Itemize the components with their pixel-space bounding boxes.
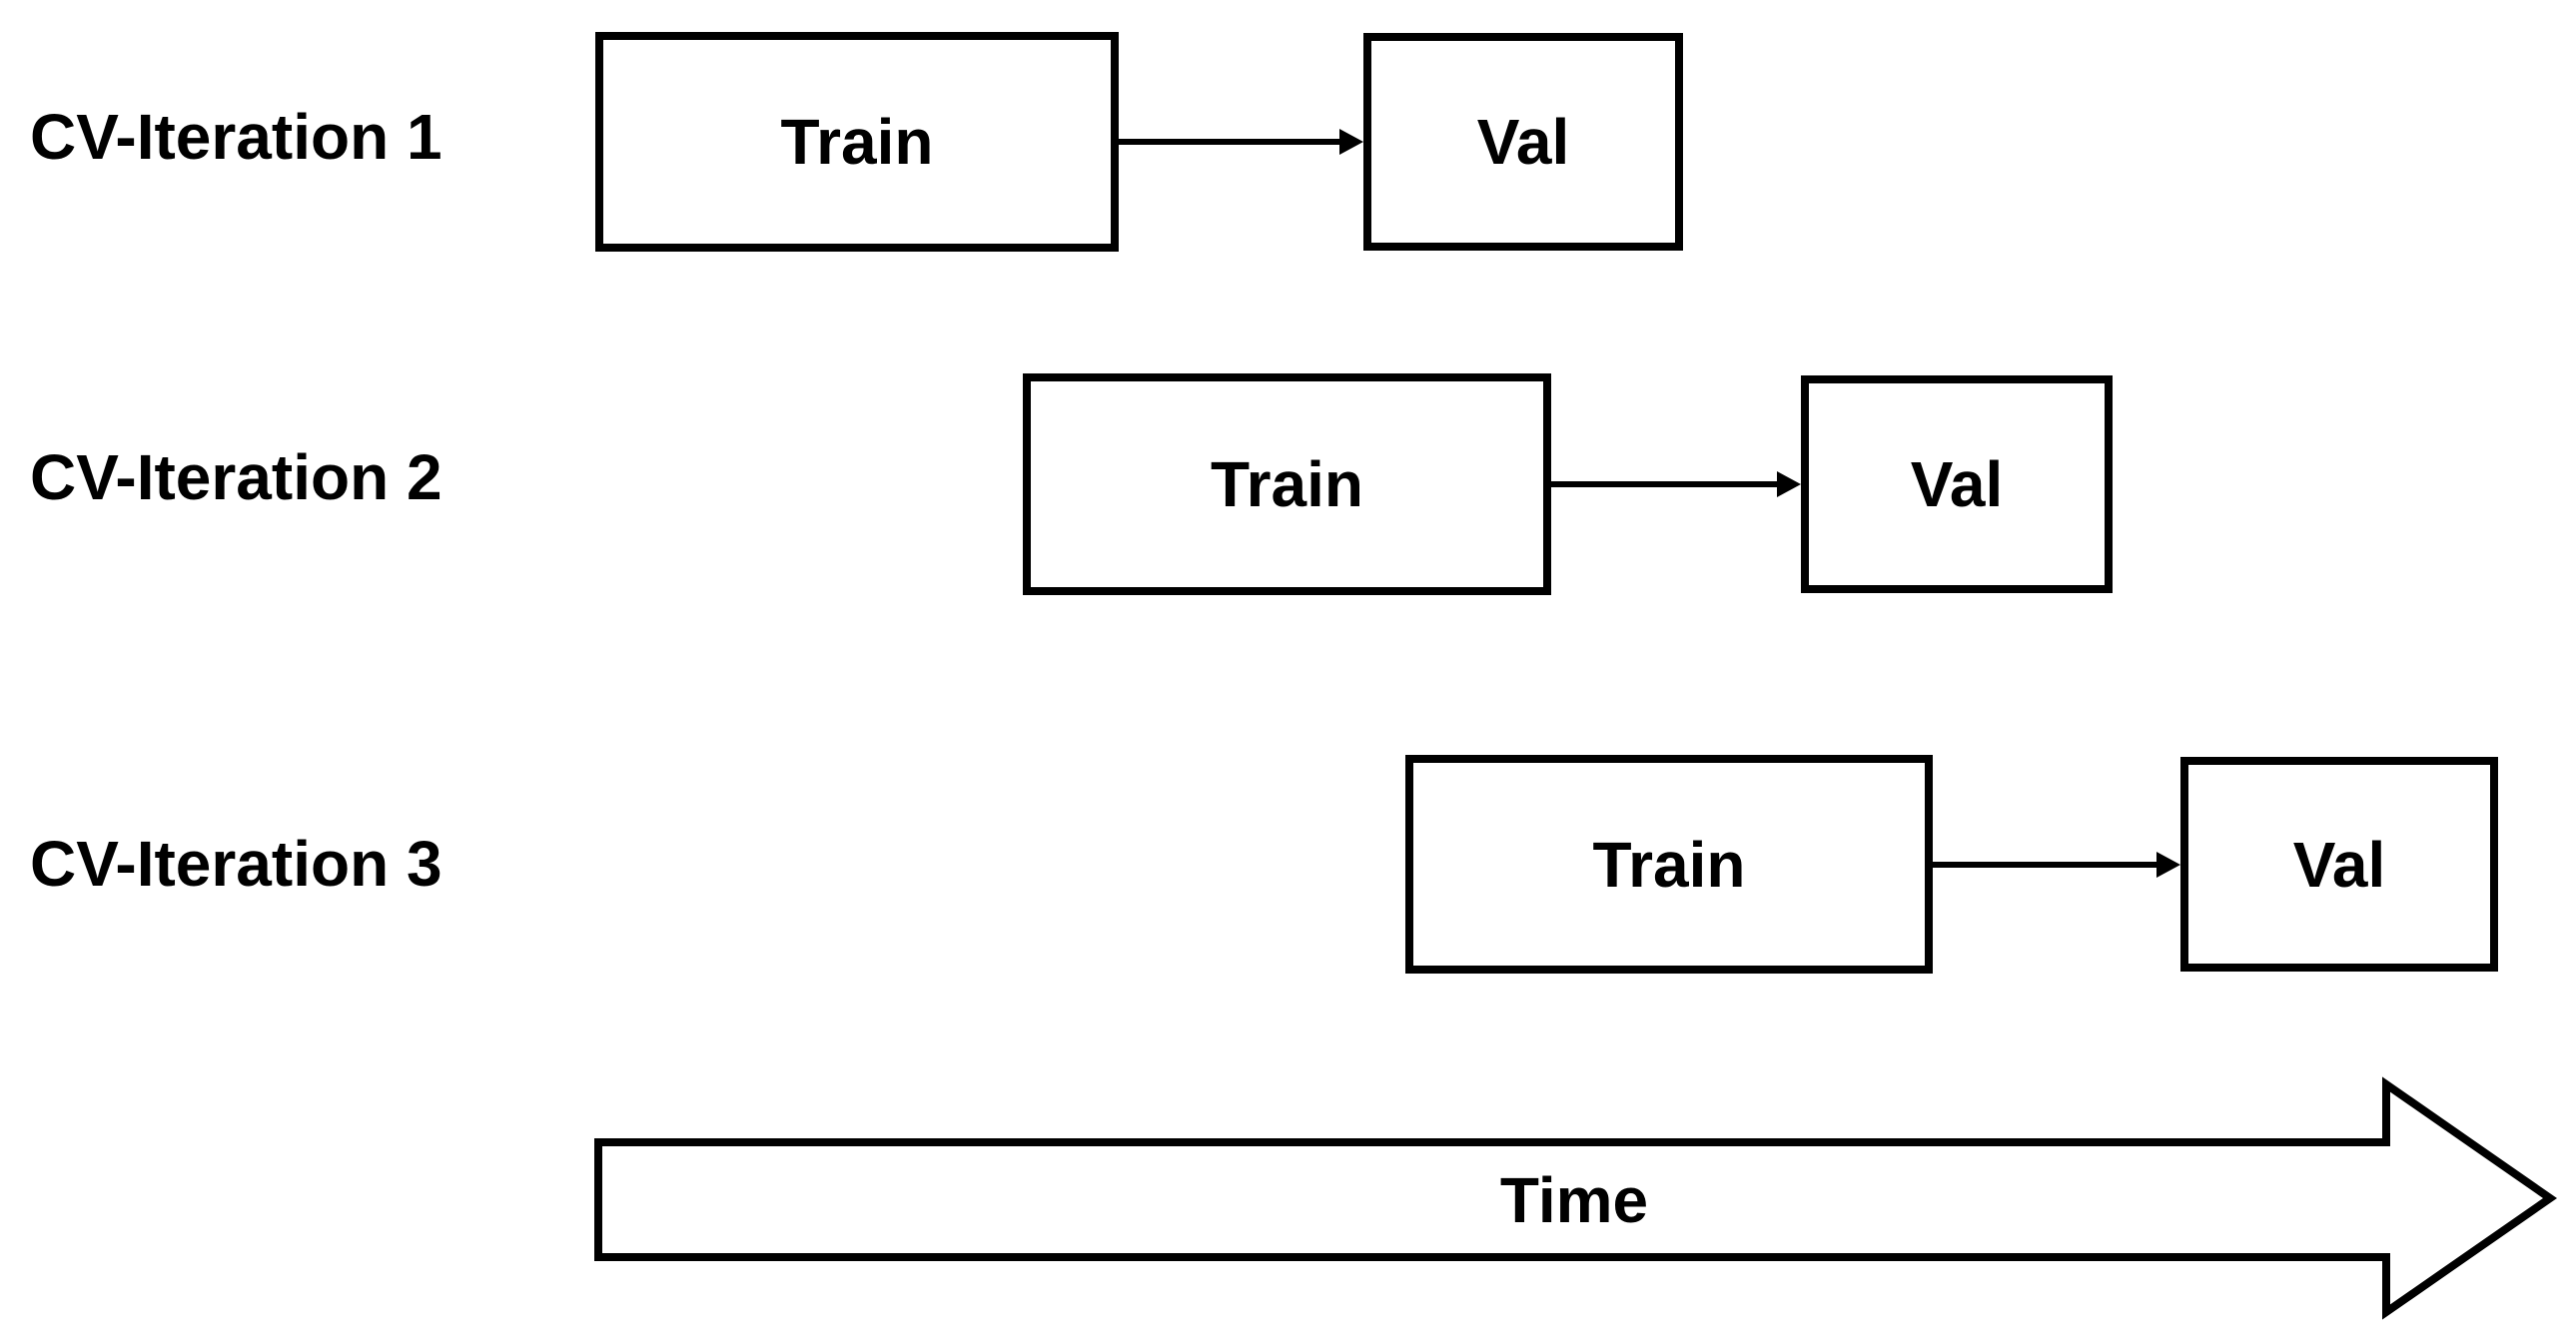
train-box-iteration-2: Train — [1023, 373, 1551, 595]
train-to-val-arrow-2 — [1551, 471, 1801, 497]
arrow-head-icon-1 — [1339, 129, 1363, 155]
train-to-val-arrow-3 — [1933, 852, 2180, 878]
arrow-shaft-1 — [1119, 139, 1343, 145]
val-box-iteration-2-label: Val — [1910, 448, 2004, 520]
row-label-cv-iteration-3: CV-Iteration 3 — [30, 828, 442, 900]
train-box-iteration-1-label: Train — [780, 106, 934, 178]
val-box-iteration-1-label: Val — [1476, 106, 1570, 178]
time-axis-label: Time — [1499, 1164, 1649, 1236]
row-label-cv-iteration-2: CV-Iteration 2 — [30, 441, 442, 513]
val-box-iteration-1: Val — [1363, 33, 1683, 251]
arrow-head-icon-3 — [2156, 852, 2180, 878]
val-box-iteration-3: Val — [2180, 757, 2498, 972]
arrow-shaft-2 — [1551, 481, 1781, 487]
train-box-iteration-3: Train — [1405, 755, 1933, 974]
arrow-head-icon-2 — [1777, 471, 1801, 497]
row-label-cv-iteration-1: CV-Iteration 1 — [30, 101, 442, 173]
train-box-iteration-2-label: Train — [1211, 448, 1363, 520]
val-box-iteration-2: Val — [1801, 375, 2113, 593]
train-to-val-arrow-1 — [1119, 129, 1363, 155]
arrow-shaft-3 — [1933, 862, 2160, 868]
train-box-iteration-3-label: Train — [1592, 828, 1746, 901]
train-box-iteration-1: Train — [595, 32, 1119, 252]
val-box-iteration-3-label: Val — [2292, 828, 2386, 901]
